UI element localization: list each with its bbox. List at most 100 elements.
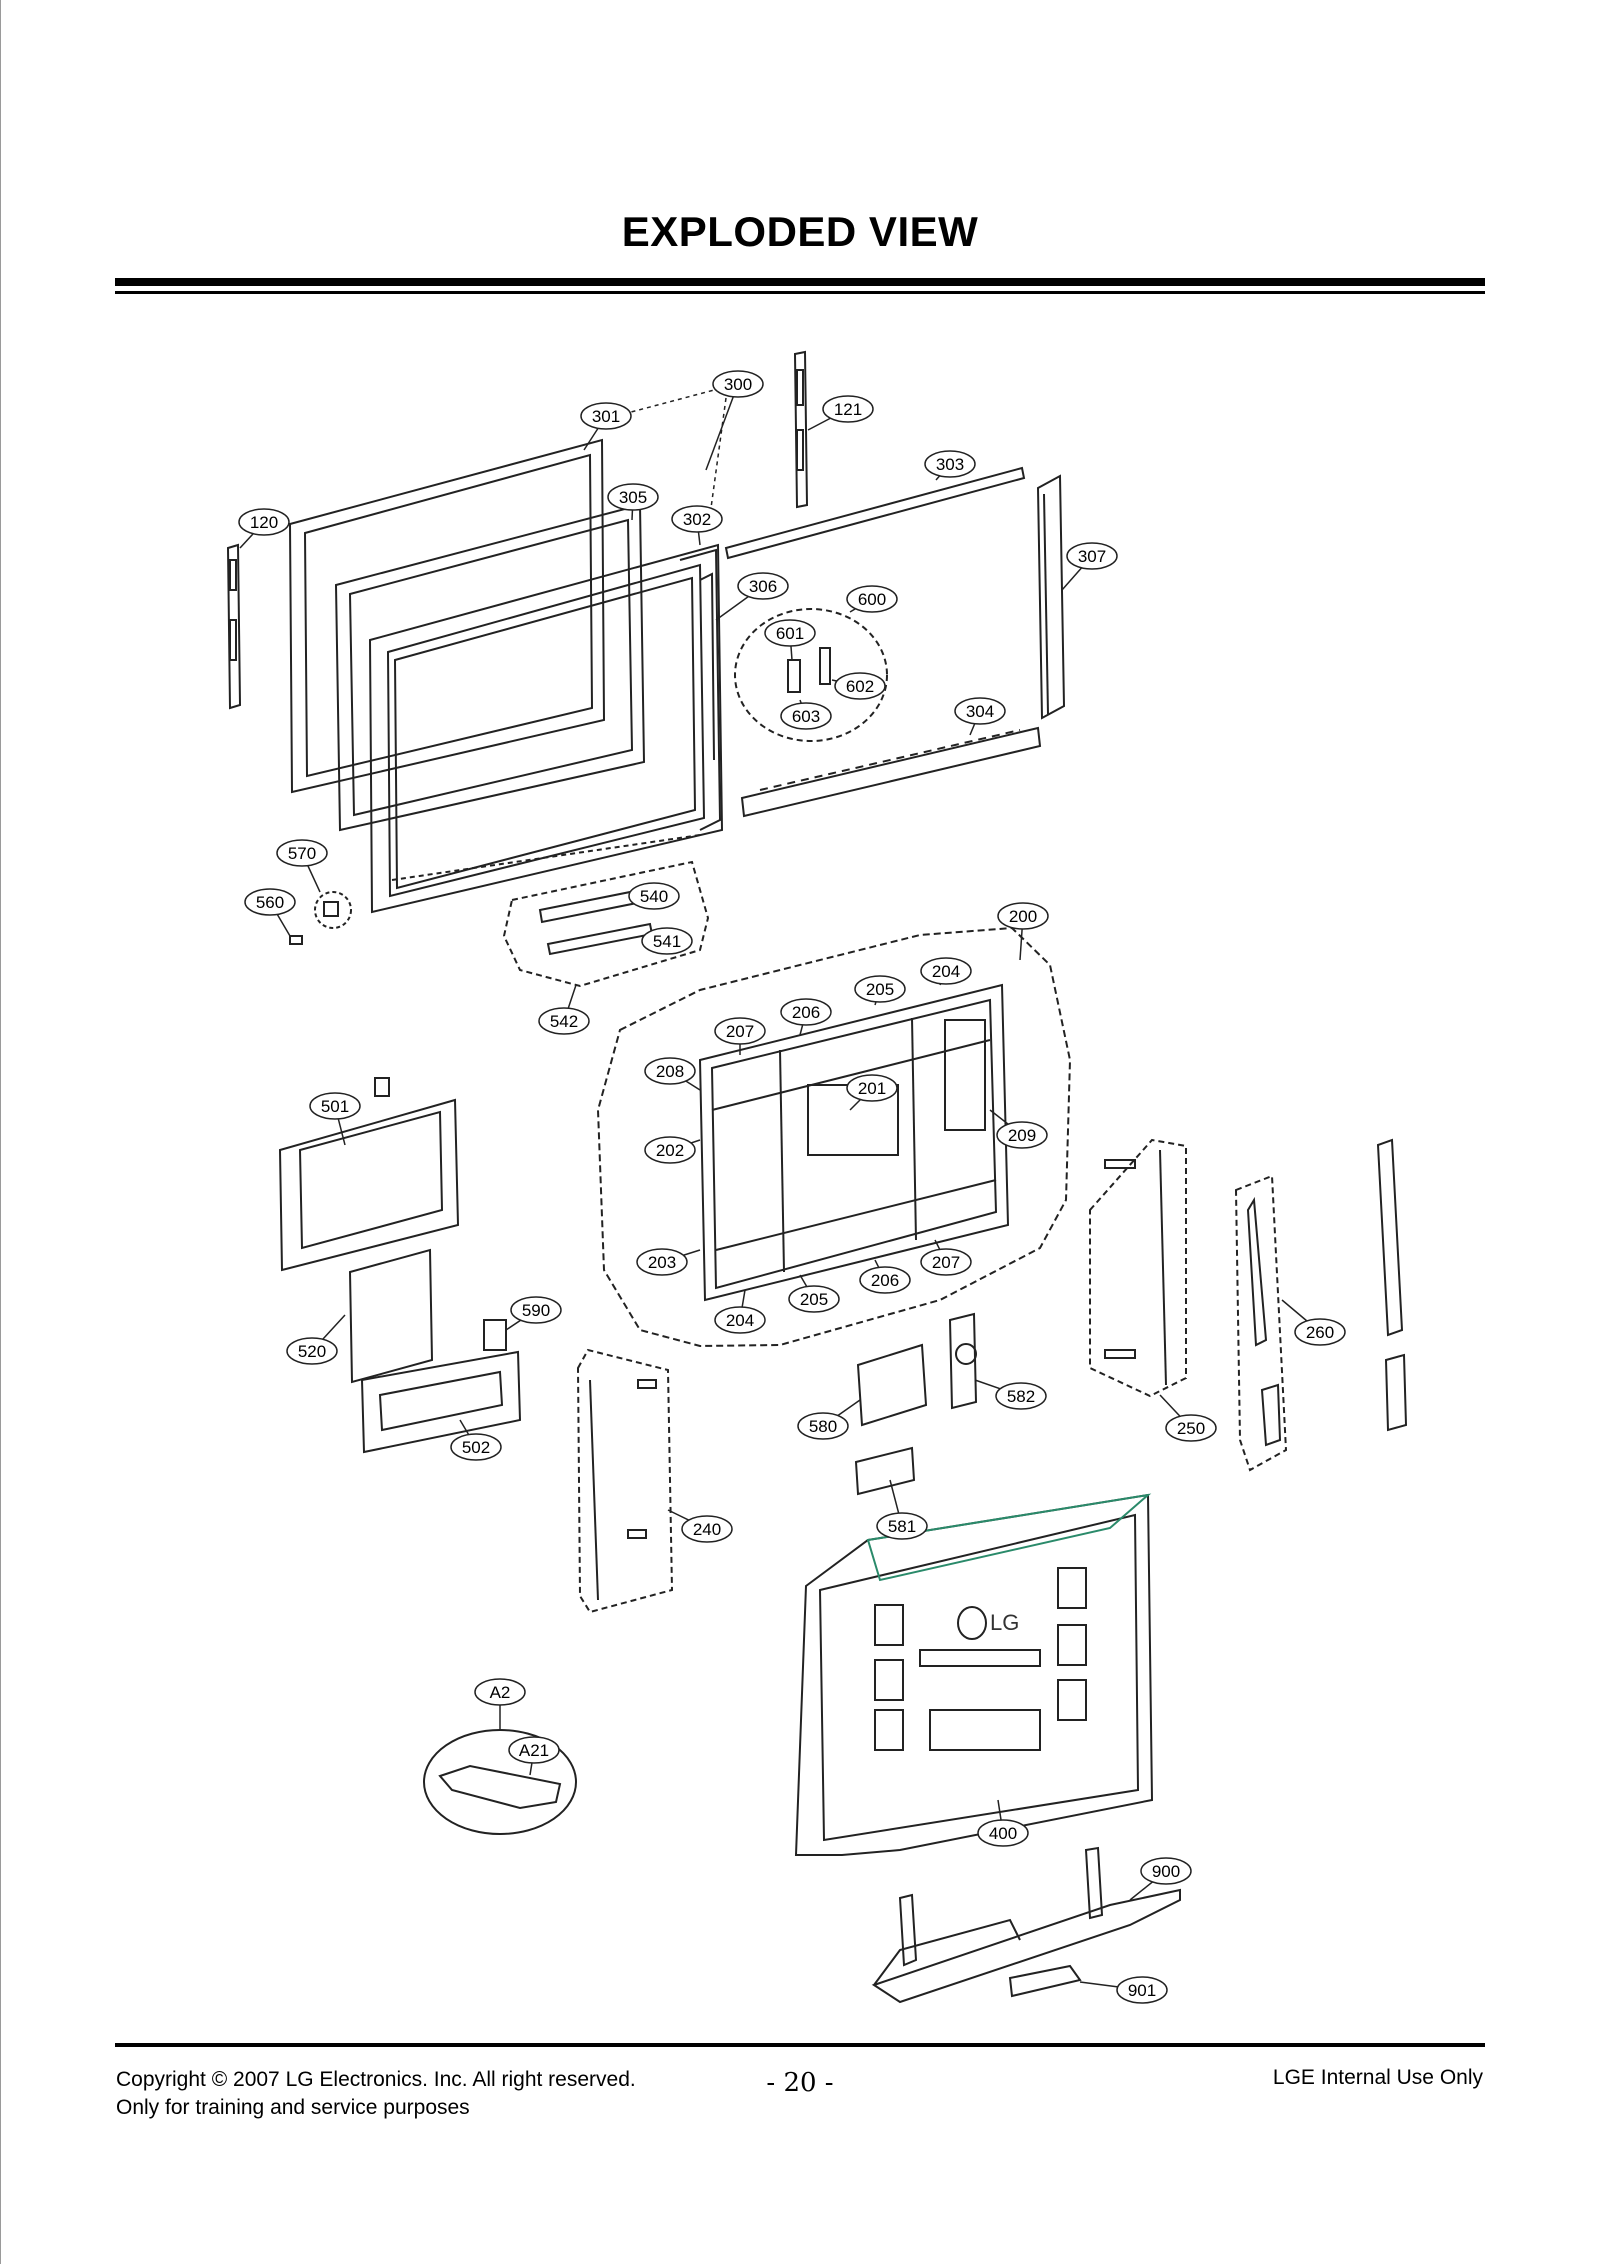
callout-bubble-901 (1116, 1976, 1168, 2004)
callout-label-208: 208 (656, 1062, 684, 1081)
callout-label-502: 502 (462, 1438, 490, 1457)
part-582-board (948, 1312, 978, 1410)
callout-label-570: 570 (288, 844, 316, 863)
callout-label-207: 207 (726, 1022, 754, 1041)
callout-label-581: 581 (888, 1517, 916, 1536)
callout-bubble-304 (954, 697, 1006, 725)
callout-bubble-205 (854, 975, 906, 1003)
callout-bubble-603 (780, 702, 832, 730)
part-581-board (854, 1446, 916, 1496)
callout-bubble-560 (244, 888, 296, 916)
callout-bubble-570 (276, 839, 328, 867)
callout-bubble-201 (846, 1074, 898, 1102)
callout-bubble-305 (607, 483, 659, 511)
callout-label-200: 200 (1009, 907, 1037, 926)
callout-bubble-204 (920, 957, 972, 985)
callout-label-301: 301 (592, 407, 620, 426)
callout-bubble-520 (286, 1337, 338, 1365)
callout-label-A21: A21 (519, 1741, 549, 1760)
part-900-stand (871, 1846, 1181, 2004)
callout-bubble-205 (788, 1285, 840, 1313)
callout-bubble-590 (510, 1296, 562, 1324)
callout-label-120: 120 (250, 513, 278, 532)
callout-label-203: 203 (648, 1253, 676, 1272)
callout-bubble-307 (1066, 542, 1118, 570)
callout-label-207: 207 (932, 1253, 960, 1272)
page-number: - 20 - (766, 2068, 834, 2098)
callout-label-520: 520 (298, 1342, 326, 1361)
callout-bubble-540 (628, 882, 680, 910)
callout-label-580: 580 (809, 1417, 837, 1436)
callout-bubble-303 (924, 450, 976, 478)
part-600-board-group (734, 608, 888, 742)
callout-label-260: 260 (1306, 1323, 1334, 1342)
callout-label-202: 202 (656, 1141, 684, 1160)
callout-label-603: 603 (792, 707, 820, 726)
part-901-stand-cover (1008, 1964, 1082, 1998)
part-304-bottom-rail (740, 726, 1042, 818)
callout-label-542: 542 (550, 1012, 578, 1031)
part-260-speaker-bracket (1234, 1174, 1288, 1472)
callout-bubble-204 (714, 1306, 766, 1334)
callout-label-201: 201 (858, 1079, 886, 1098)
callout-bubble-601 (764, 619, 816, 647)
callout-bubble-240 (681, 1515, 733, 1543)
part-520-board (348, 1248, 434, 1384)
callout-bubble-A2 (474, 1678, 526, 1706)
callout-label-501: 501 (321, 1097, 349, 1116)
callout-label-560: 560 (256, 893, 284, 912)
callout-label-250: 250 (1177, 1419, 1205, 1438)
callout-bubble-900 (1140, 1857, 1192, 1885)
callout-bubble-203 (636, 1248, 688, 1276)
callout-bubble-301 (580, 402, 632, 430)
callout-bubble-541 (641, 927, 693, 955)
callout-bubble-121 (822, 395, 874, 423)
callout-bubble-209 (996, 1121, 1048, 1149)
page-title: EXPLODED VIEW (621, 208, 979, 255)
callout-bubble-542 (538, 1007, 590, 1035)
callout-label-302: 302 (683, 510, 711, 529)
callout-bubble-581 (876, 1512, 928, 1540)
callout-bubble-200 (997, 902, 1049, 930)
part-400-back-cover (794, 1493, 1154, 1856)
callout-bubble-580 (797, 1412, 849, 1440)
callout-bubble-300 (712, 370, 764, 398)
callout-bubble-501 (309, 1092, 361, 1120)
callout-label-305: 305 (619, 488, 647, 507)
callout-bubble-582 (995, 1382, 1047, 1410)
part-250-side-cover (1089, 1138, 1187, 1398)
callout-label-601: 601 (776, 624, 804, 643)
callout-label-540: 540 (640, 887, 668, 906)
page-edge (0, 0, 1, 2264)
callout-label-300: 300 (724, 375, 752, 394)
callout-label-303: 303 (936, 455, 964, 474)
callout-label-A2: A2 (490, 1683, 511, 1702)
callout-label-306: 306 (749, 577, 777, 596)
part-590-bracket (483, 1319, 507, 1351)
footer-copyright: Copyright © 2007 LG Electronics. Inc. Al… (116, 2068, 636, 2091)
part-303-top-rail (724, 466, 1026, 560)
callout-bubble-260 (1294, 1318, 1346, 1346)
part-260b-speaker-bracket (1376, 1138, 1408, 1432)
callout-label-206: 206 (792, 1003, 820, 1022)
part-542-group (502, 860, 710, 988)
callout-bubble-A21 (508, 1736, 560, 1764)
callout-bubble-602 (834, 672, 886, 700)
part-240-side-cover (576, 1348, 674, 1614)
callout-label-600: 600 (858, 590, 886, 609)
part-580-board (856, 1343, 928, 1427)
footer-purpose: Only for training and service purposes (116, 2096, 470, 2119)
callout-bubble-206 (780, 998, 832, 1026)
footer-classification: LGE Internal Use Only (1272, 2066, 1483, 2089)
callout-label-205: 205 (800, 1290, 828, 1309)
callout-label-590: 590 (522, 1301, 550, 1320)
title-rule-thin (115, 291, 1485, 294)
callout-label-205: 205 (866, 980, 894, 999)
callout-bubble-250 (1165, 1414, 1217, 1442)
callout-label-121: 121 (834, 400, 862, 419)
part-302-front-bezel (368, 543, 724, 914)
callout-label-541: 541 (653, 932, 681, 951)
brand-logo-text: LG (990, 1610, 1019, 1635)
part-502-rear-terminal-plate (360, 1350, 522, 1454)
part-307-right-rail (1036, 474, 1066, 720)
